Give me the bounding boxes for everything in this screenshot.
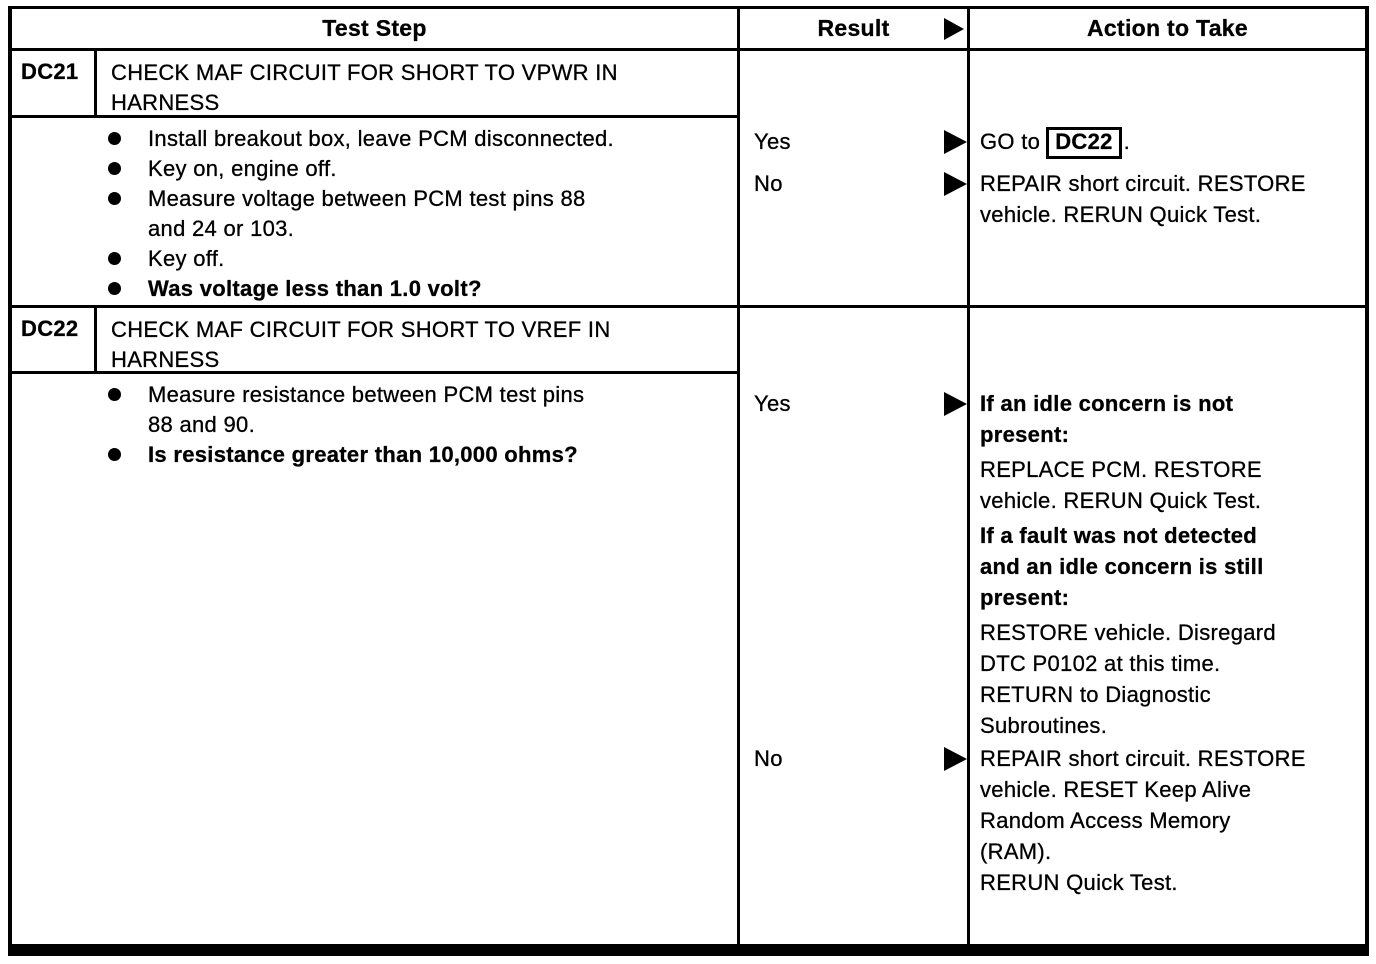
result-yes-line: Yes	[754, 126, 967, 157]
result-header-label: Result	[817, 15, 890, 41]
result-arrow-icon	[944, 171, 967, 196]
test-step-item: Key off.	[108, 244, 727, 274]
dc21-title-row: DC21 CHECK MAF CIRCUIT FOR SHORT TO VPWR…	[12, 51, 737, 118]
action-paragraph: REPAIR short circuit. RESTORE vehicle. R…	[980, 746, 1306, 895]
result-yes-line: Yes	[754, 388, 967, 419]
dc22-test-step-cell: DC22 CHECK MAF CIRCUIT FOR SHORT TO VREF…	[12, 308, 740, 944]
result-arrow-icon	[944, 17, 964, 40]
test-row-dc21: DC21 CHECK MAF CIRCUIT FOR SHORT TO VPWR…	[12, 51, 1365, 308]
result-yes-label: Yes	[754, 128, 791, 154]
column-header-result: Result	[740, 9, 970, 48]
test-step-item: Key on, engine off.	[108, 154, 727, 184]
dc22-action-cell: If an idle concern is not present: REPLA…	[970, 308, 1365, 944]
test-step-item: Measure voltage between PCM test pins 88…	[108, 184, 727, 244]
test-step-question: Is resistance greater than 10,000 ohms?	[108, 440, 727, 470]
test-id-badge: DC22	[12, 308, 97, 371]
action-paragraph: RESTORE vehicle. Disregard DTC P0102 at …	[980, 620, 1276, 738]
action-condition: If an idle concern is not present:	[980, 391, 1234, 447]
test-step-question: Was voltage less than 1.0 volt?	[108, 274, 727, 304]
dc22-yes-action: If an idle concern is not present: REPLA…	[980, 388, 1363, 741]
dc21-steps: Install breakout box, leave PCM disconne…	[12, 118, 737, 305]
test-row-dc22: DC22 CHECK MAF CIRCUIT FOR SHORT TO VREF…	[12, 308, 1365, 944]
dc21-test-step-cell: DC21 CHECK MAF CIRCUIT FOR SHORT TO VPWR…	[12, 51, 740, 305]
result-no-label: No	[754, 170, 783, 196]
result-arrow-icon	[944, 391, 967, 416]
dc22-title-row: DC22 CHECK MAF CIRCUIT FOR SHORT TO VREF…	[12, 308, 737, 374]
dc21-result-cell: Yes No	[740, 51, 970, 305]
column-header-test-step: Test Step	[12, 9, 740, 48]
dc21-no-action: REPAIR short circuit. RESTORE vehicle. R…	[980, 168, 1363, 230]
result-no-line: No	[754, 168, 967, 199]
test-id-badge: DC21	[12, 51, 97, 115]
test-title: CHECK MAF CIRCUIT FOR SHORT TO VREF IN H…	[111, 317, 611, 372]
test-reference-link: DC22	[1046, 127, 1122, 159]
go-to-period: .	[1123, 129, 1131, 154]
result-arrow-icon	[944, 129, 967, 154]
result-yes-label: Yes	[754, 390, 791, 416]
dc22-no-action: REPAIR short circuit. RESTORE vehicle. R…	[980, 743, 1363, 898]
test-step-header-label: Test Step	[322, 15, 427, 41]
result-no-label: No	[754, 745, 783, 771]
test-step-item: Install breakout box, leave PCM disconne…	[108, 124, 727, 154]
test-step-item: Measure resistance between PCM test pins…	[108, 380, 727, 440]
result-arrow-icon	[944, 746, 967, 771]
action-header-label: Action to Take	[1087, 15, 1248, 41]
action-condition: If a fault was not detected and an idle …	[980, 523, 1264, 610]
action-paragraph: REPAIR short circuit. RESTORE vehicle. R…	[980, 171, 1306, 227]
go-to-text: GO to	[980, 129, 1041, 154]
column-header-action-to-take: Action to Take	[970, 9, 1365, 48]
dc22-steps: Measure resistance between PCM test pins…	[12, 374, 737, 944]
dc22-result-cell: Yes No	[740, 308, 970, 944]
action-paragraph: REPLACE PCM. RESTORE vehicle. RERUN Quic…	[980, 457, 1262, 513]
result-no-line: No	[754, 743, 967, 774]
test-title: CHECK MAF CIRCUIT FOR SHORT TO VPWR IN H…	[111, 60, 618, 115]
table-header-row: Test Step Result Action to Take	[12, 9, 1365, 51]
pinpoint-test-table: Test Step Result Action to Take DC21 CHE…	[8, 6, 1369, 956]
